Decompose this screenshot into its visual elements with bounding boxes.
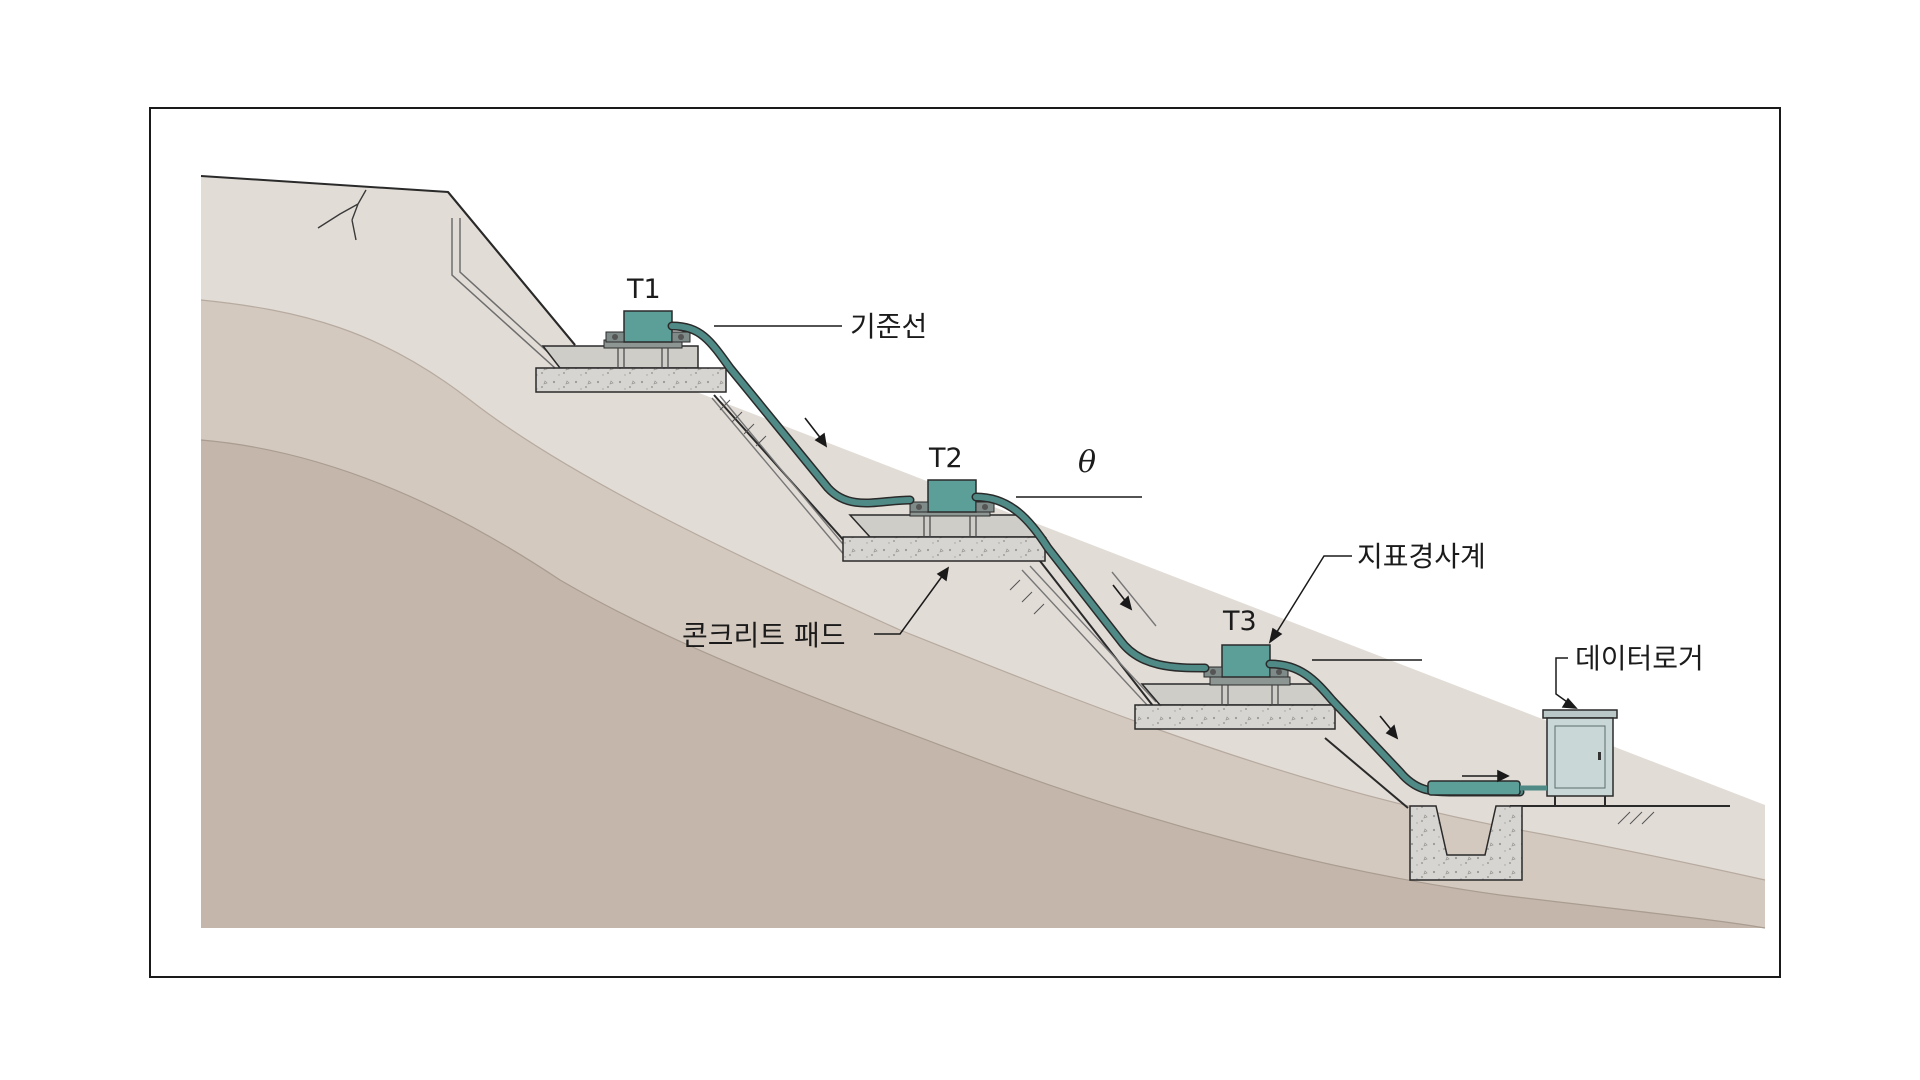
label-data-logger: 데이터로거	[1575, 642, 1704, 675]
concrete-pad-t3	[1134, 676, 1340, 730]
logger-leader	[1555, 657, 1571, 705]
label-baseline: 기준선	[850, 310, 927, 343]
inclinometer-leader	[1274, 555, 1352, 636]
concrete-pad-t1	[535, 339, 727, 393]
hatching	[719, 399, 1655, 825]
label-concrete-pad: 콘크리트 패드	[682, 619, 845, 652]
label-theta: θ	[1078, 445, 1096, 480]
drainage-ditch	[1409, 805, 1523, 881]
concrete-pad-t2	[842, 507, 1048, 562]
bedrock-layer	[201, 440, 1765, 928]
anchor-pipes	[711, 395, 1157, 707]
label-surface-inclinometer: 지표경사계	[1357, 540, 1486, 573]
label-t3: T3	[1222, 606, 1257, 637]
leader-lines	[714, 325, 1578, 709]
sensor-t1	[605, 310, 691, 343]
label-t1: T1	[626, 274, 661, 305]
pad-leader	[874, 574, 944, 635]
sensor-t3	[1203, 644, 1289, 678]
label-t2: T2	[928, 443, 963, 474]
data-logger-cabinet	[1520, 709, 1618, 806]
surface-crack	[317, 189, 367, 241]
vertical-drain-pipe	[451, 218, 563, 369]
flow-arrows	[804, 417, 1510, 783]
cable-conduit	[1427, 780, 1521, 796]
